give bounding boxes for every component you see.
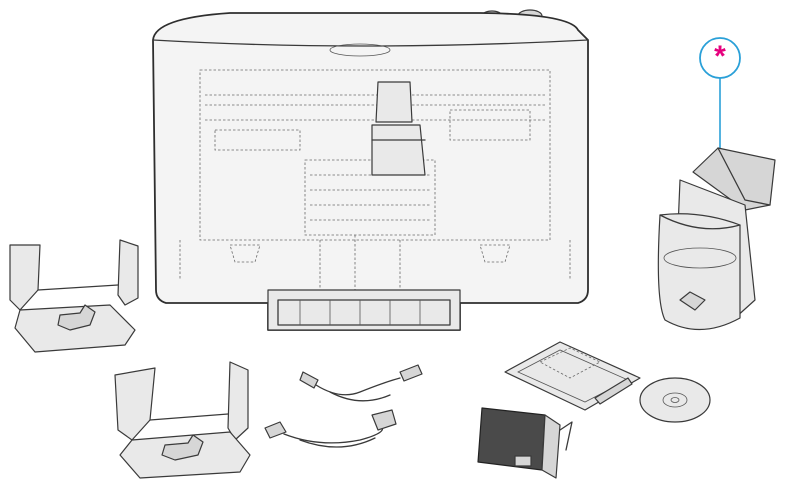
callout-asterisk: * [714, 40, 726, 73]
power-cord-icon [264, 409, 397, 448]
usb-cable-icon [299, 364, 423, 402]
ink-cartridge-icon [477, 407, 573, 479]
cd-icon [639, 377, 711, 423]
document-packet-icon [504, 341, 641, 411]
disc-publisher-icon [152, 9, 589, 331]
disc-holder-icon [114, 361, 251, 479]
disc-bin-icon [657, 147, 776, 331]
callout-marker [699, 37, 741, 148]
disc-holder-icon [9, 239, 139, 353]
